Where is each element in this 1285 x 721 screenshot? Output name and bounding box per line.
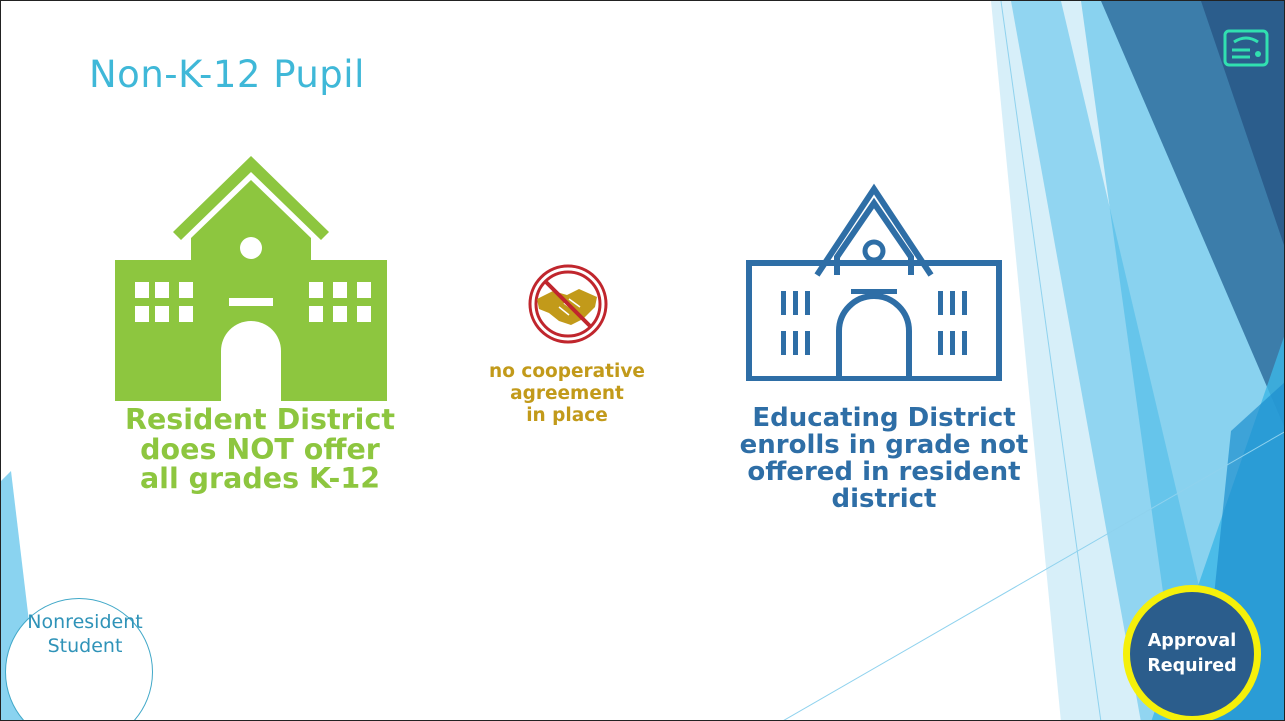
resident-caption-line3: all grades K-12	[139, 462, 381, 496]
educating-caption-line1: Educating District	[752, 403, 1016, 433]
educating-caption-line3: offered in resident	[747, 457, 1021, 488]
agreement-caption: no cooperative agreement in place	[461, 361, 673, 428]
agreement-caption-line3: in place	[526, 405, 608, 427]
resident-caption-line1: Resident District	[125, 403, 395, 436]
agreement-caption-line2: agreement	[510, 383, 624, 405]
nonresident-student-badge: Nonresident Student	[5, 598, 153, 720]
approval-badge-line1: Approval	[1147, 630, 1237, 651]
slide-title: Non-K-12 Pupil	[89, 53, 365, 96]
no-handshake-icon	[528, 264, 608, 344]
nonresident-badge-line1: Nonresident	[27, 611, 143, 634]
educating-caption-line4: district	[831, 484, 937, 515]
resident-district-caption: Resident District does NOT offer all gra…	[101, 405, 419, 494]
resident-caption-line2: does NOT offer	[140, 432, 380, 466]
agreement-caption-line1: no cooperative	[489, 361, 645, 382]
school-outline-icon	[746, 183, 1002, 381]
presenter-icon	[1223, 29, 1269, 67]
educating-district-caption: Educating District enrolls in grade not …	[715, 403, 1053, 515]
educating-caption-line2: enrolls in grade not	[739, 430, 1029, 461]
nonresident-badge-line2: Student	[47, 635, 123, 657]
approval-badge-line2: Required	[1147, 656, 1237, 676]
school-building-icon	[115, 156, 387, 401]
approval-required-badge: Approval Required	[1123, 585, 1261, 720]
